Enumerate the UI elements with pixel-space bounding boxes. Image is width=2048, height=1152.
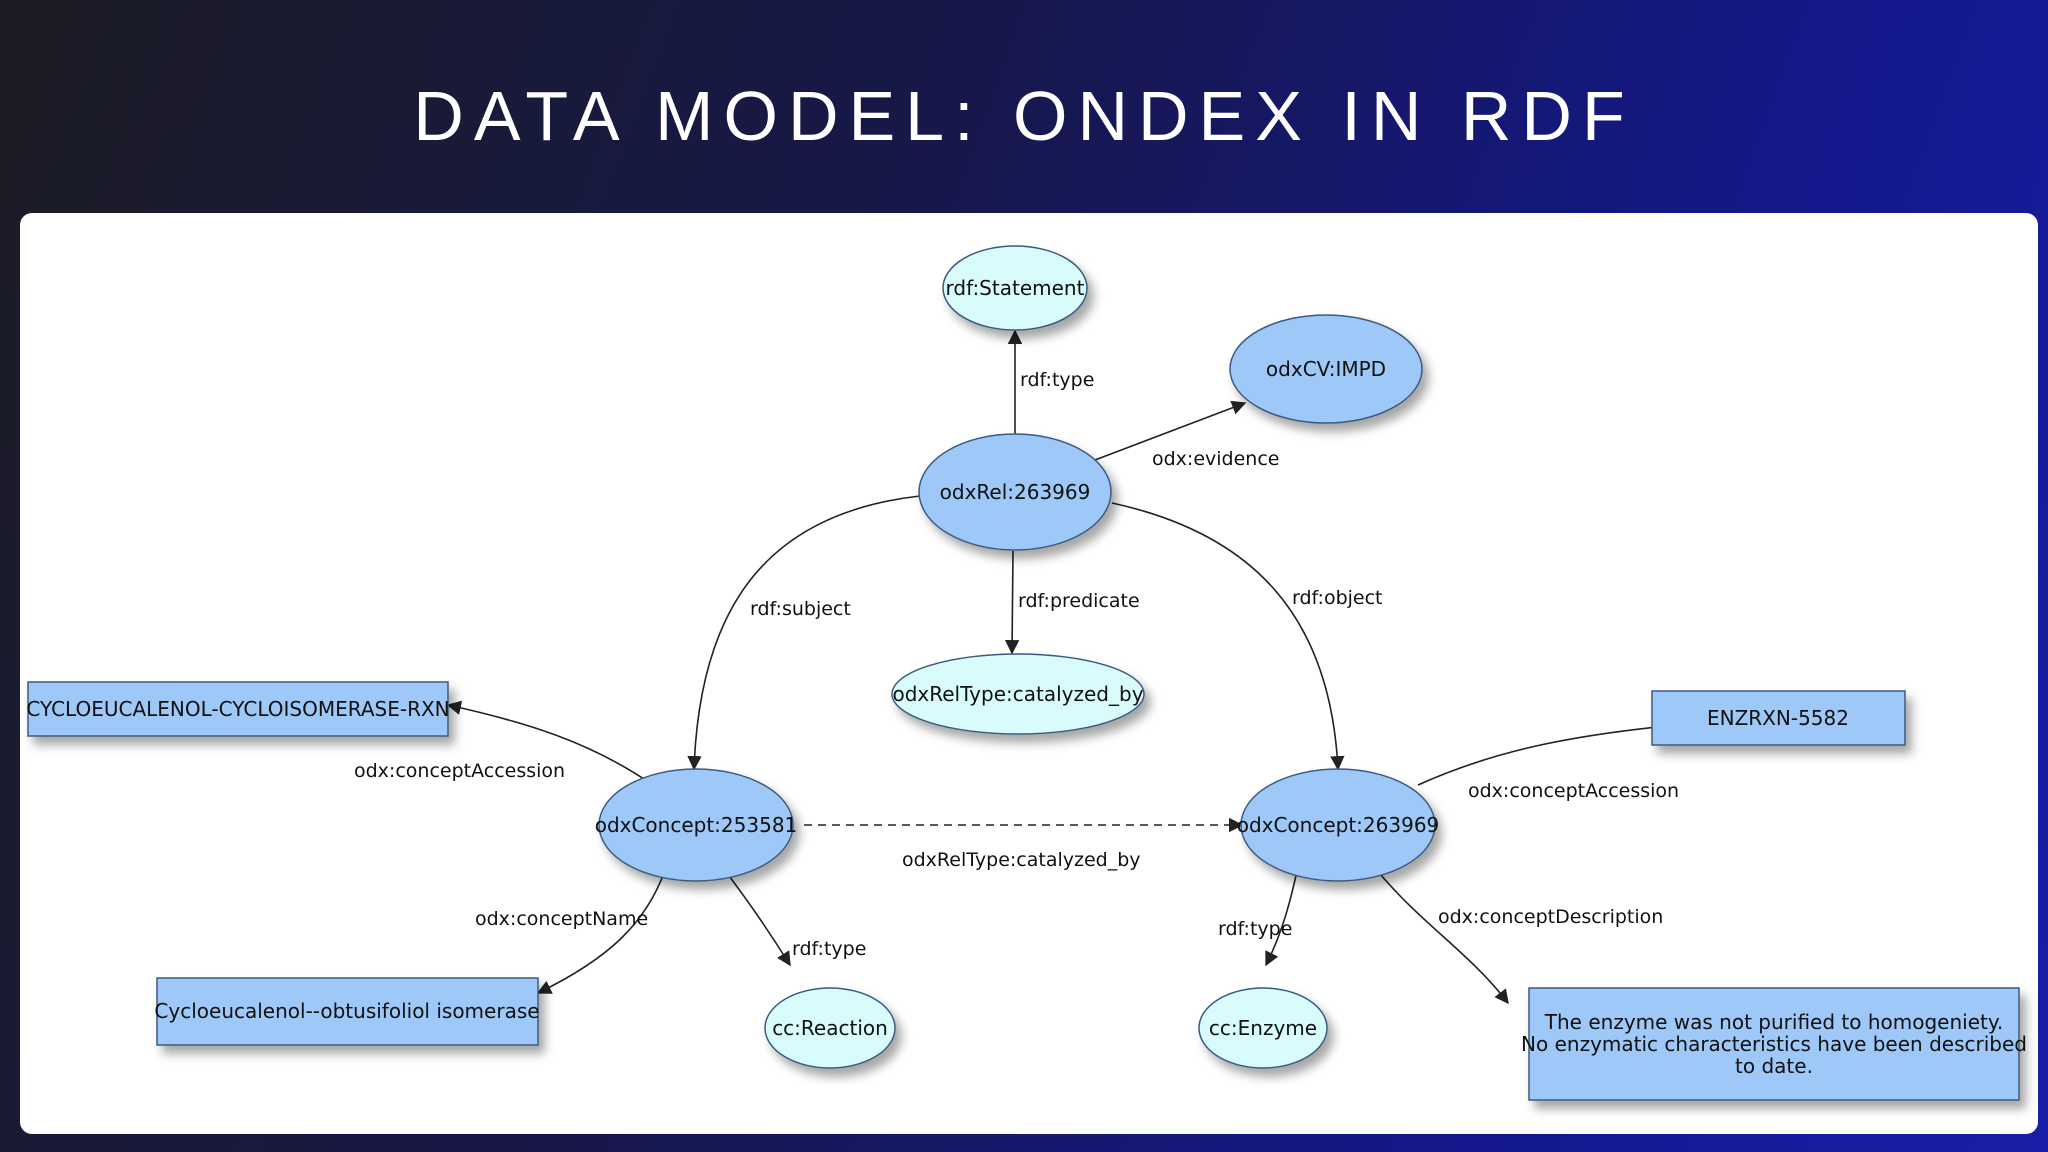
- edge-rdf-predicate: [1004, 550, 1020, 655]
- edge-label-rdf-subject: rdf:subject: [750, 598, 851, 620]
- node-label-enzrxn: ENZRXN-5582: [1707, 706, 1849, 730]
- edge-label-concept-accession-left: odx:conceptAccession: [354, 760, 565, 782]
- edge-concept-accession-left: [446, 700, 648, 782]
- edge-label-rdf-object: rdf:object: [1292, 587, 1383, 609]
- diagram-panel: rdf:type odx:evidence rdf:subject rdf:pr…: [20, 213, 2038, 1134]
- edge-rdf-object: [1111, 502, 1345, 771]
- node-label-description-line-1: The enzyme was not purified to homogenie…: [1544, 1010, 2003, 1034]
- edge-label-concept-accession-right: odx:conceptAccession: [1468, 780, 1679, 802]
- edge-concept-name: [536, 872, 665, 994]
- node-label-cycloeucalenol-rxn: CYCLOEUCALENOL-CYCLOISOMERASE-RXN: [26, 697, 449, 721]
- node-cc-reaction[interactable]: cc:Reaction: [764, 987, 896, 1069]
- node-rdf-statement[interactable]: rdf:Statement: [942, 245, 1088, 331]
- edge-rdf-subject: [687, 495, 921, 771]
- node-label-rdf-statement: rdf:Statement: [946, 276, 1085, 300]
- node-label-odxreltype: odxRelType:catalyzed_by: [892, 682, 1143, 706]
- edge-label-rdf-type-left: rdf:type: [792, 938, 866, 960]
- node-label-cc-reaction: cc:Reaction: [772, 1016, 888, 1040]
- nodes: rdf:Statement odxCV:IMPD odxRel:263969 o…: [26, 245, 2027, 1101]
- edge-label-rdf-type-right: rdf:type: [1218, 918, 1292, 940]
- rdf-diagram: rdf:type odx:evidence rdf:subject rdf:pr…: [26, 245, 2027, 1101]
- node-cc-enzyme[interactable]: cc:Enzyme: [1198, 987, 1328, 1069]
- node-label-description-line-3: to date.: [1735, 1054, 1813, 1078]
- edge-concept-description: [1374, 867, 1509, 1005]
- edge-label-concept-name: odx:conceptName: [475, 908, 648, 930]
- edge-label-odx-evidence: odx:evidence: [1152, 448, 1279, 470]
- node-isomerase-name[interactable]: Cycloeucalenol--obtusifoliol isomerase: [154, 977, 540, 1046]
- edges: [446, 329, 1668, 1005]
- node-label-odxrel: odxRel:263969: [940, 480, 1091, 504]
- edge-concept-accession-right: [1417, 720, 1668, 786]
- edge-rdf-type-right: [1265, 870, 1298, 967]
- node-label-concept-263969: odxConcept:263969: [1237, 813, 1440, 837]
- node-odxcv-impd[interactable]: odxCV:IMPD: [1229, 314, 1423, 424]
- node-label-isomerase-name: Cycloeucalenol--obtusifoliol isomerase: [154, 999, 539, 1023]
- node-label-concept-253581: odxConcept:253581: [595, 813, 798, 837]
- edge-label-rdf-predicate: rdf:predicate: [1018, 590, 1140, 612]
- edge-rdf-type-left: [722, 867, 791, 967]
- node-label-cc-enzyme: cc:Enzyme: [1209, 1016, 1317, 1040]
- node-enzrxn[interactable]: ENZRXN-5582: [1651, 690, 1906, 746]
- node-odxreltype[interactable]: odxRelType:catalyzed_by: [891, 653, 1145, 735]
- edge-label-rdf-type-top: rdf:type: [1020, 369, 1094, 391]
- edge-label-concept-description: odx:conceptDescription: [1438, 906, 1663, 928]
- slide-title: DATA MODEL: ONDEX IN RDF: [413, 77, 1635, 155]
- edge-label-catalyzed-by: odxRelType:catalyzed_by: [902, 849, 1141, 871]
- node-odxrel[interactable]: odxRel:263969: [918, 433, 1112, 551]
- node-label-odxcv-impd: odxCV:IMPD: [1266, 357, 1386, 381]
- edge-labels: rdf:type odx:evidence rdf:subject rdf:pr…: [354, 369, 1679, 960]
- node-concept-253581[interactable]: odxConcept:253581: [595, 768, 798, 882]
- node-cycloeucalenol-rxn[interactable]: CYCLOEUCALENOL-CYCLOISOMERASE-RXN: [26, 681, 450, 737]
- node-concept-263969[interactable]: odxConcept:263969: [1237, 768, 1440, 882]
- node-label-description-line-2: No enzymatic characteristics have been d…: [1521, 1032, 2027, 1056]
- node-concept-description[interactable]: The enzyme was not purified to homogenie…: [1521, 987, 2027, 1101]
- edge-odx-evidence: [1094, 400, 1247, 461]
